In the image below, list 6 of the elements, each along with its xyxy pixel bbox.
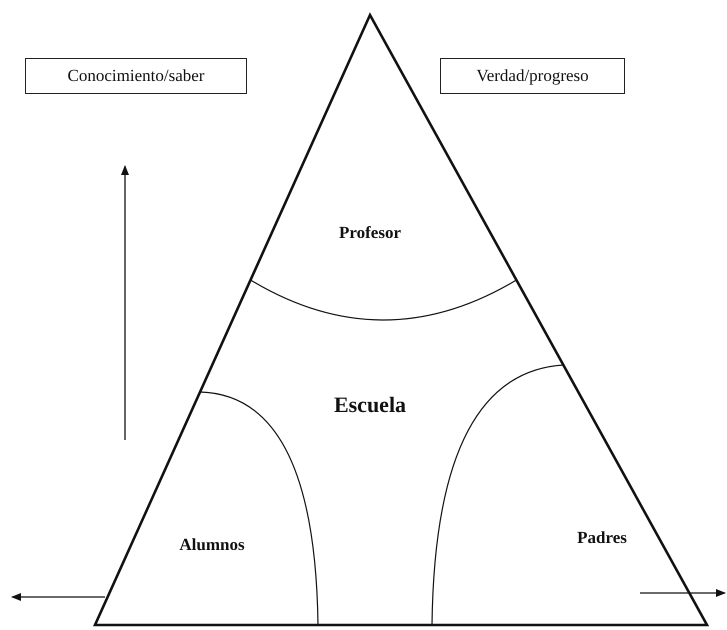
concept-box: Conocimiento/saber: [25, 58, 247, 94]
region-label: Alumnos: [179, 535, 245, 555]
region-label: Padres: [577, 528, 627, 548]
region-label: Profesor: [339, 223, 401, 243]
center-label: Escuela: [334, 392, 406, 418]
concept-box: Verdad/progreso: [440, 58, 625, 94]
